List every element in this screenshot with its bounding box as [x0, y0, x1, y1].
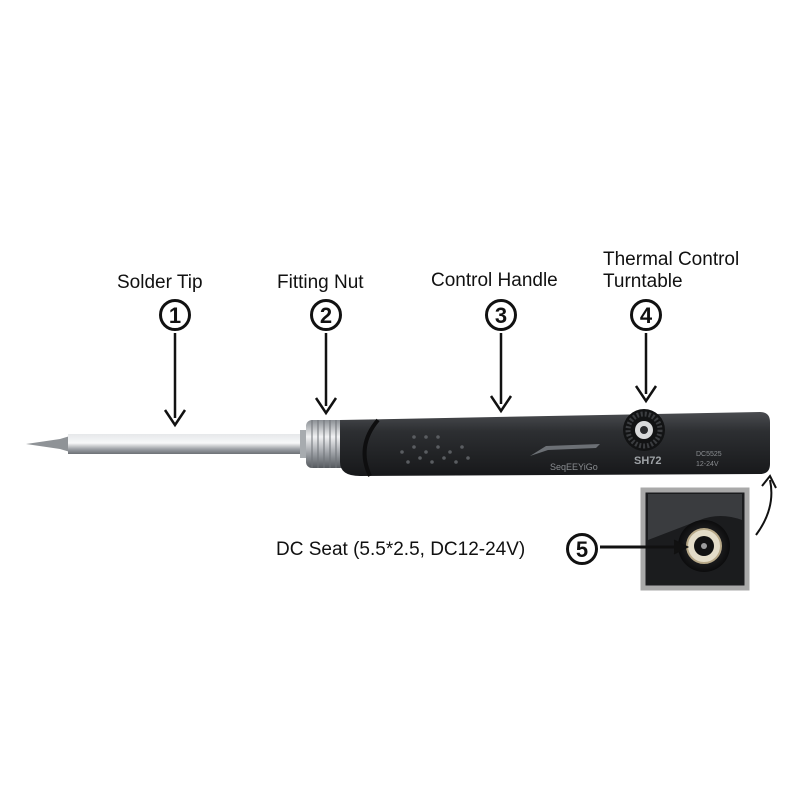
curved-pointer-arrow	[755, 474, 777, 536]
thermal-control-label-line2: Turntable	[603, 271, 683, 292]
thermal-control-label-line1: Thermal Control	[603, 249, 740, 270]
callout-5-arrow	[600, 539, 690, 555]
solder-tip-label: Solder Tip	[117, 272, 203, 293]
voltage-text: 12-24V	[696, 461, 719, 468]
callout-3-badge: 3	[485, 299, 517, 331]
callout-5-badge: 5	[566, 533, 598, 565]
fitting-nut-label: Fitting Nut	[277, 272, 364, 293]
callout-arrows	[163, 333, 658, 428]
model-text: SH72	[634, 455, 662, 467]
dc-spec-text: DC5525	[696, 451, 722, 458]
callout-1-badge: 1	[159, 299, 191, 331]
brand-text: SeqEEYiGo	[550, 462, 598, 472]
control-handle-label: Control Handle	[431, 270, 558, 291]
thermal-control-turntable	[623, 409, 665, 451]
control-handle: SeqEEYiGo SH72 DC5525 12-24V	[340, 412, 770, 477]
dc-seat-inset	[640, 487, 750, 591]
fitting-nut	[306, 420, 346, 468]
callout-2-badge: 2	[310, 299, 342, 331]
dc-seat-label: DC Seat (5.5*2.5, DC12-24V)	[276, 539, 526, 560]
callout-4-badge: 4	[630, 299, 662, 331]
solder-tip	[26, 430, 312, 458]
